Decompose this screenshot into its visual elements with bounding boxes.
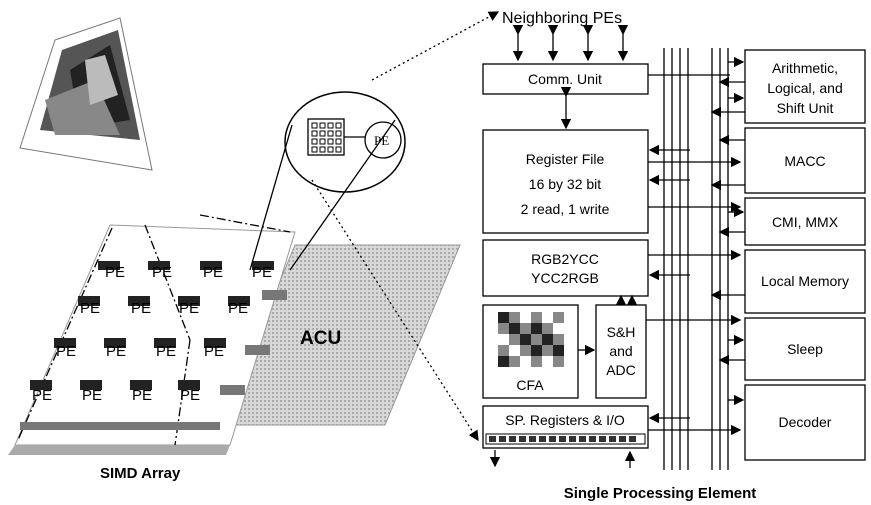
register-file-size: 16 by 32 bit	[529, 176, 601, 192]
pe-cell: PE	[54, 338, 76, 360]
io-pins	[486, 434, 645, 444]
pe-cell: PE	[228, 296, 250, 317]
comm-unit-label: Comm. Unit	[528, 71, 602, 87]
sp-registers-label: SP. Registers & I/O	[505, 412, 625, 428]
pe-cell: PE	[148, 261, 172, 281]
cmi-label: CMI, MMX	[772, 214, 839, 230]
neighboring-pes-label: Neighboring PEs	[502, 10, 622, 27]
svg-text:PE: PE	[156, 343, 176, 360]
pe-cell: PE	[178, 296, 200, 317]
adc-label: ADC	[606, 362, 636, 378]
pe-cell: PE	[178, 380, 200, 404]
pe-caption: Single Processing Element	[564, 485, 757, 502]
pe-cell: PE	[130, 380, 152, 404]
svg-text:PE: PE	[106, 343, 126, 360]
alu-label-3: Shift Unit	[777, 100, 834, 116]
svg-text:PE: PE	[252, 264, 272, 281]
alu-label-1: Arithmetic,	[772, 60, 838, 76]
macc-label: MACC	[784, 153, 825, 169]
local-memory-label: Local Memory	[761, 273, 849, 289]
pe-cell: PE	[154, 338, 176, 360]
svg-text:PE: PE	[228, 300, 248, 317]
pe-cell: PE	[200, 261, 223, 281]
svg-text:PE: PE	[132, 387, 152, 404]
and-label: and	[609, 343, 632, 359]
register-file-ports: 2 read, 1 write	[521, 201, 610, 217]
neighbor-links	[518, 34, 623, 60]
svg-text:PE: PE	[204, 343, 224, 360]
rgb2ycc-label: RGB2YCC	[531, 251, 599, 267]
pe-cell: PE	[204, 338, 226, 360]
cfa-pattern	[498, 312, 564, 367]
svg-text:PE: PE	[82, 387, 102, 404]
pe-cell: PE	[128, 296, 151, 317]
pe-cell: PE	[30, 380, 52, 404]
svg-text:PE: PE	[80, 300, 100, 317]
svg-text:PE: PE	[105, 264, 125, 281]
acu-label: ACU	[300, 328, 341, 349]
pe-cell: PE	[252, 261, 274, 281]
pe-cell: PE	[78, 296, 100, 317]
register-file-title: Register File	[526, 151, 605, 167]
alu-label-2: Logical, and	[767, 80, 843, 96]
svg-text:PE: PE	[152, 264, 172, 281]
image-thumbnail	[20, 18, 152, 170]
svg-text:PE: PE	[180, 387, 200, 404]
decoder-label: Decoder	[779, 414, 832, 430]
data-buses	[664, 48, 728, 470]
pe-cell: PE	[104, 338, 126, 360]
svg-text:PE: PE	[32, 387, 52, 404]
svg-text:PE: PE	[56, 343, 76, 360]
cfa-label: CFA	[516, 377, 544, 393]
simd-array-caption: SIMD Array	[100, 465, 181, 482]
left-bus-links	[646, 75, 740, 430]
sh-label: S&H	[607, 324, 636, 340]
pe-cell: PE	[80, 380, 102, 404]
simd-array: ACU PE PE PE PE PE PE PE PE PE PE PE PE …	[8, 215, 460, 455]
sleep-label: Sleep	[787, 341, 823, 357]
ycc2rgb-label: YCC2RGB	[531, 270, 599, 286]
svg-text:PE: PE	[179, 300, 199, 317]
rgb-ycc-box	[483, 240, 648, 296]
svg-text:PE: PE	[131, 300, 151, 317]
zoom-lens: PE	[285, 92, 405, 192]
svg-text:PE: PE	[203, 264, 223, 281]
